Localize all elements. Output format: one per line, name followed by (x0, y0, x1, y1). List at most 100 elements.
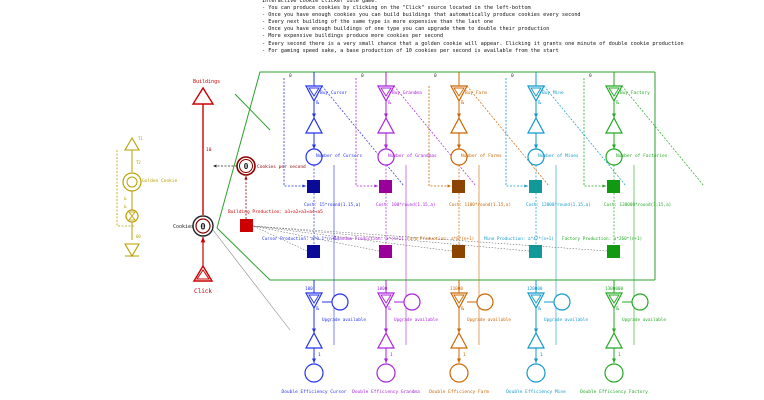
apply-transition-farm (450, 331, 468, 349)
upgrade-ampersand-cursor: & (316, 306, 319, 312)
upgrade-transition-cursor[interactable] (305, 292, 323, 310)
double-place-farm (449, 363, 469, 383)
core-section: Buildings 10 0 Cookies Click 0 Cookies p… (173, 79, 323, 331)
golden-cookie-place (122, 172, 142, 192)
double-label-grandma: Double Efficiency Grandma (352, 389, 420, 395)
weight-zero-label: 0 (361, 73, 364, 79)
upgrade-transition-inner-mine (530, 294, 542, 304)
upgrade-place-grandma (403, 293, 421, 311)
upgrade-transition-inner-farm (453, 294, 465, 304)
upgrade-place-farm (476, 293, 494, 311)
double-place-mine (526, 363, 546, 383)
cps-label: Cookies per second (257, 164, 306, 170)
production-square-grandma (379, 245, 392, 258)
cookies-label: Cookies (173, 224, 194, 230)
upgrade-place-cursor (331, 293, 349, 311)
upgrade-label-grandma: Upgrade available (394, 317, 438, 323)
buy-transition-inner-cursor (308, 87, 320, 97)
diagonal-arc-mine (543, 85, 627, 187)
upgrade-place-mine (553, 293, 571, 311)
golden-t2-label: T2 (136, 160, 141, 165)
production-to-total-arc-factory (252, 225, 608, 252)
buy-ampersand-farm: & (461, 100, 464, 106)
cost-square-cursor (307, 180, 320, 193)
production-to-total-arc-grandma (252, 225, 380, 252)
diagonal-arc-cursor (321, 85, 405, 187)
weight-zero-label: 0 (511, 73, 514, 79)
weight-one-label-grandma: 1 (390, 352, 393, 358)
building-production-label: Building Production: a1+a2+a3+a4+a5 (228, 209, 323, 215)
golden-t1-label: T1 (138, 136, 143, 141)
production-square-mine (529, 245, 542, 258)
buy-ampersand-cursor: & (316, 100, 319, 106)
upgrade-transition-mine[interactable] (527, 292, 545, 310)
production-label-factory: Factory Production: a*260*(n+1) (562, 236, 642, 242)
upgrade-transition-factory[interactable] (605, 292, 623, 310)
hourglass-icon (128, 211, 136, 221)
diagonal-arc-grandma (393, 85, 477, 187)
building-production-square (240, 219, 253, 232)
green-flow-lines (216, 71, 656, 281)
cps-count: 0 (244, 162, 249, 171)
game-description: Interactive Cookie Clicker idle game: - … (262, 0, 684, 54)
count-label-farm: Number of Farms (461, 153, 502, 159)
production-label-farm: Farm Production: a*8*(n+1) (407, 236, 474, 242)
buy-ampersand-mine: & (538, 100, 541, 106)
buy-label-cursor: Buy Cursor (320, 90, 347, 96)
threshold-label-farm: 11000 (450, 286, 463, 292)
click-transition-inner (196, 269, 210, 280)
click-transition[interactable] (192, 264, 214, 282)
buy-transition-inner-grandma (380, 87, 392, 97)
upgrade-label-cursor: Upgrade available (322, 317, 366, 323)
cookies-to-upgrade-arc (212, 229, 291, 331)
golden-bottom-transition (124, 243, 140, 258)
tick-transition-grandma (377, 116, 395, 134)
double-label-farm: Double Efficiency Farm (429, 389, 489, 395)
buildings-label: Buildings (193, 79, 220, 85)
cost-label-mine: Cost: 12000*round(1.15,a) (526, 202, 591, 208)
golden-cookie-label: Golden Cookie (142, 178, 178, 184)
weight-one-label-factory: 1 (618, 352, 621, 358)
upgrade-transition-inner-factory (608, 294, 620, 304)
upgrade-ampersand-farm: & (461, 306, 464, 312)
buildings-transition (191, 86, 215, 105)
golden-top-transition[interactable] (124, 136, 140, 151)
golden-feedback-line (116, 150, 135, 227)
production-to-total-arc-cursor (252, 225, 308, 252)
buy-transition-inner-farm (453, 87, 465, 97)
buy-ampersand-factory: & (616, 100, 619, 106)
weight-one-label-farm: 1 (463, 352, 466, 358)
upgrade-transition-grandma[interactable] (377, 292, 395, 310)
apply-transition-cursor (305, 331, 323, 349)
diagonal-arc-factory (621, 85, 705, 187)
cost-square-grandma (379, 180, 392, 193)
upgrade-label-farm: Upgrade available (467, 317, 511, 323)
weight-zero-label: 0 (434, 73, 437, 79)
count-label-mine: Number of Mines (538, 153, 579, 159)
cost-label-farm: Cost: 1100*round(1.15,a) (449, 202, 511, 208)
buy-transition-inner-factory (608, 87, 620, 97)
green-link (234, 93, 271, 131)
cost-label-factory: Cost: 130000*round(1.15,a) (604, 202, 671, 208)
apply-transition-grandma (377, 331, 395, 349)
threshold-label-cursor: 100 (305, 286, 313, 292)
upgrade-transition-farm[interactable] (450, 292, 468, 310)
buy-label-grandma: Buy Grandma (392, 90, 422, 96)
cost-square-factory (607, 180, 620, 193)
weight-zero-label: 0 (289, 73, 292, 79)
click-label: Click (194, 288, 212, 295)
cookie-to-buy-line (216, 71, 655, 229)
count-label-factory: Number of Factories (616, 153, 668, 159)
cps-place-inner (239, 159, 253, 173)
golden-mark-2: & (124, 204, 127, 209)
cost-square-mine (529, 180, 542, 193)
production-to-total-arc-farm (252, 225, 453, 252)
double-place-factory (604, 363, 624, 383)
upgrade-place-factory (631, 293, 649, 311)
cookies-count: 0 (200, 223, 205, 233)
weight-one-label-mine: 1 (540, 352, 543, 358)
upgrade-ampersand-mine: & (538, 306, 541, 312)
